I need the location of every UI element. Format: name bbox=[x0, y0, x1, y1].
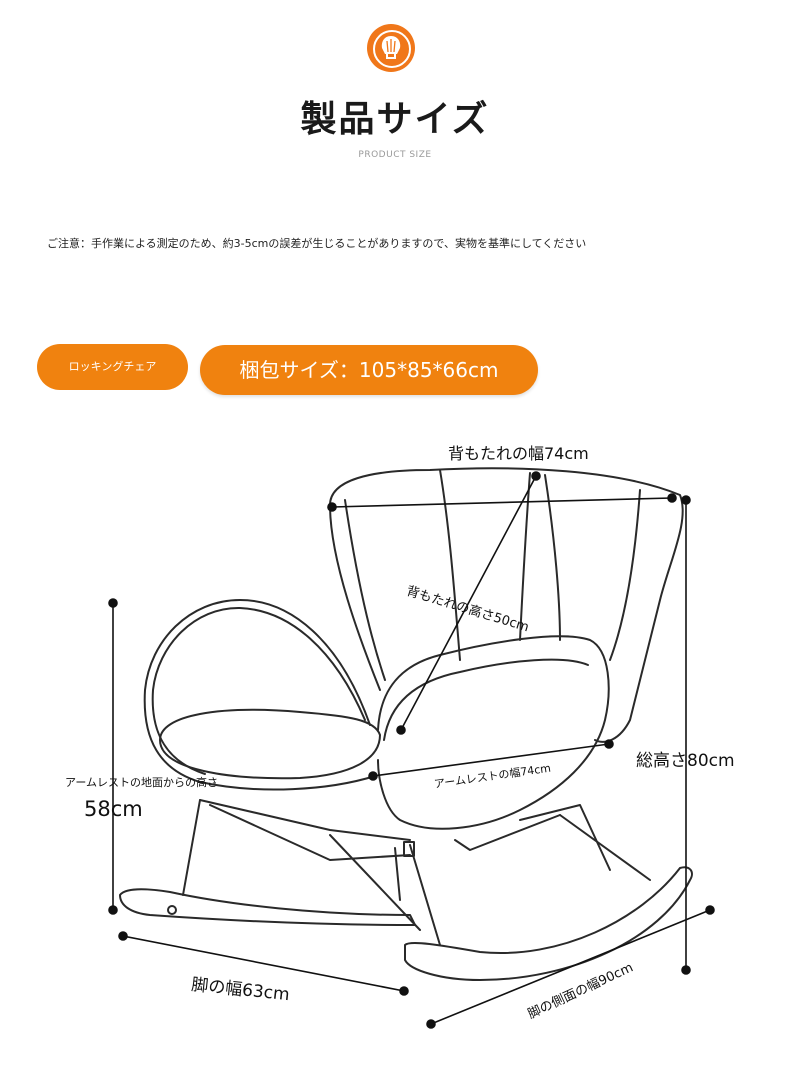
chair-seat-outline bbox=[159, 708, 381, 780]
chair-left-arm-outline bbox=[143, 599, 376, 791]
product-name-tag: ロッキングチェア bbox=[37, 344, 188, 390]
armrest-ground-height-value: 58cm bbox=[84, 797, 143, 821]
chair-back-left-edge bbox=[329, 504, 381, 691]
shell-icon bbox=[381, 36, 401, 59]
back-width-label: 背もたれの幅74cm bbox=[448, 444, 589, 463]
page-title: 製品サイズ bbox=[300, 99, 490, 140]
right-rocker bbox=[404, 866, 693, 981]
brand-logo bbox=[367, 24, 415, 72]
chair-back-inner bbox=[344, 499, 386, 681]
logo-ring bbox=[373, 30, 411, 68]
measurement-notice: ご注意：手作業による測定のため、約3-5cmの誤差が生じることがありますので、実… bbox=[47, 237, 587, 250]
left-rocker bbox=[119, 888, 416, 926]
page-subtitle: PRODUCT SIZE bbox=[358, 150, 432, 160]
chair-back-outline bbox=[329, 467, 684, 743]
armrest-ground-height-label: アームレストの地面からの高さ bbox=[65, 776, 219, 789]
package-size-tag: 梱包サイズ：105*85*66cm bbox=[200, 345, 538, 395]
total-height-label: 総高さ80cm bbox=[636, 751, 735, 771]
